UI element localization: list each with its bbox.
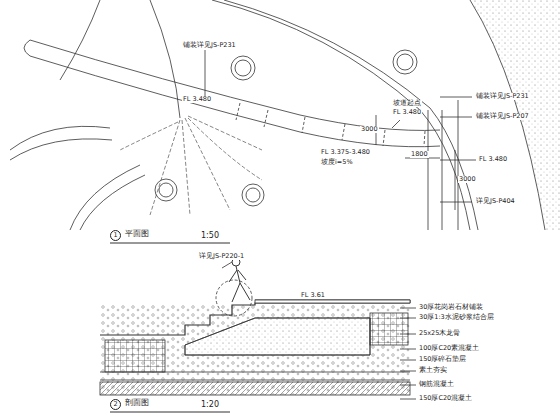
annotation-label: 25x25木龙骨: [418, 330, 461, 337]
annotation-label: 素土夯实: [418, 367, 448, 374]
annotation-label: FL 3.61: [300, 292, 326, 299]
annotation-label: 150厚碎石垫层: [418, 356, 467, 363]
callout-number: 1: [110, 230, 121, 241]
annotation-label: 1800: [410, 151, 429, 158]
annotation-label: 详见JS-P220-1: [198, 253, 245, 260]
annotation-label: 铺装详见JS-P231: [182, 42, 237, 49]
annotation-label: 详见JS-P404: [475, 198, 516, 205]
view-title: 1:20: [200, 401, 220, 410]
annotation-label: 30厚1:3水泥砂浆结合层: [418, 314, 495, 321]
view-title: 1:50: [200, 232, 220, 241]
annotation-label: 3000: [458, 176, 477, 183]
annotation-label: FL 3.480: [182, 96, 212, 103]
annotation-label: 铺装详见JS-P207: [475, 113, 530, 120]
annotation-label: 3000: [360, 126, 379, 133]
annotation-label: 铺装详见JS-P231: [475, 93, 530, 100]
view-title: 平面图: [124, 230, 150, 239]
annotation-label: FL 3.375-3.480: [320, 149, 371, 156]
annotation-label: 30厚花岗岩石材铺装: [418, 304, 484, 311]
annotation-label: 钢筋混凝土: [418, 381, 455, 388]
annotation-label: FL 3.480: [392, 109, 422, 116]
annotation-label: FL 3.480: [478, 156, 508, 163]
annotation-label: 坡度i=5%: [320, 159, 354, 166]
annotation-label: 100厚C20素混凝土: [418, 345, 480, 352]
callout-number: 2: [110, 399, 121, 410]
view-title: 剖面图: [124, 399, 150, 408]
annotation-label: 150厚C20混凝土: [418, 395, 473, 402]
annotation-label: 坡道起点: [392, 100, 422, 107]
